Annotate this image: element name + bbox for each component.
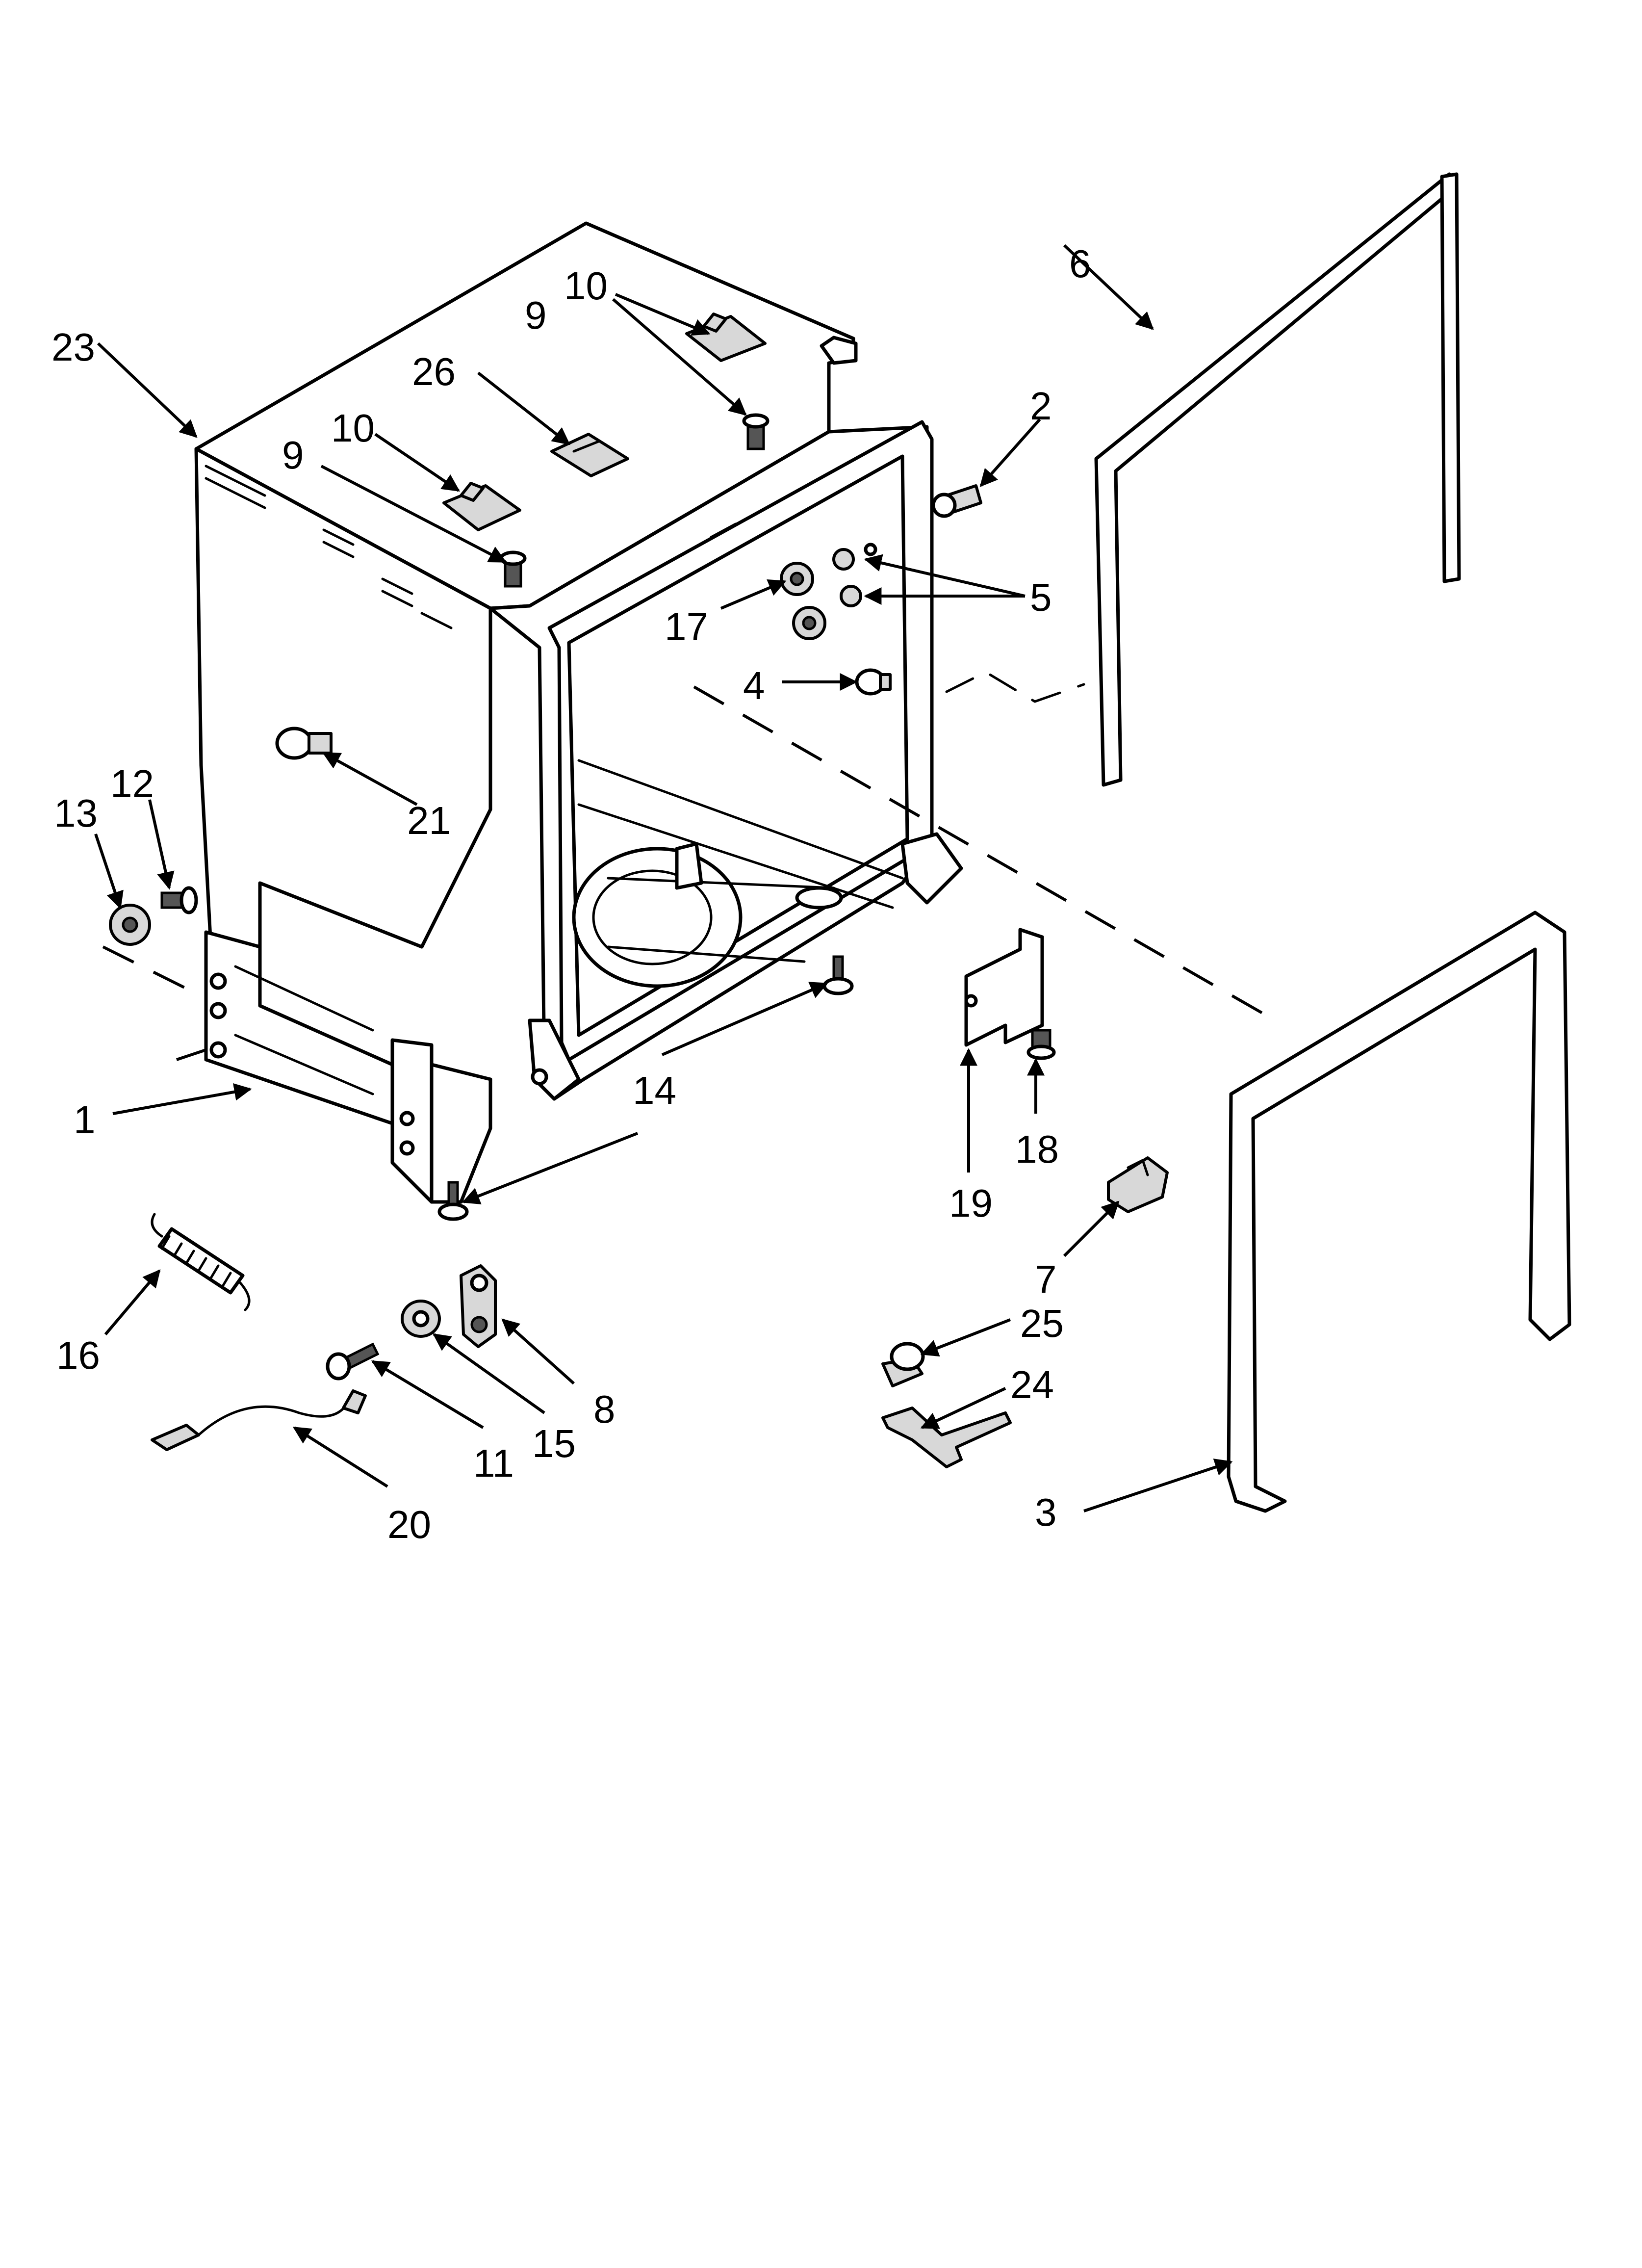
clip-7 xyxy=(1107,1156,1169,1213)
label-9a: 9 xyxy=(282,433,304,477)
spring-16 xyxy=(151,1213,251,1311)
part-labels: 23 10 9 26 10 9 6 2 5 17 4 21 12 13 1 14… xyxy=(51,242,1091,1546)
label-13: 13 xyxy=(54,791,98,835)
centerline-base xyxy=(176,1048,206,1061)
label-16: 16 xyxy=(56,1333,100,1377)
thermostat-25 xyxy=(881,1342,925,1387)
label-11: 11 xyxy=(473,1441,514,1485)
screw-18 xyxy=(1026,1029,1056,1060)
leader-lines xyxy=(94,244,1233,1512)
plug-4 xyxy=(855,668,892,696)
centerline-wheel xyxy=(102,945,202,997)
label-2: 2 xyxy=(1030,384,1052,428)
hinge-arm-8 xyxy=(460,1264,497,1348)
base-frame xyxy=(204,930,492,1204)
screw-12 xyxy=(160,886,198,914)
washer-15 xyxy=(401,1300,441,1338)
label-10b: 10 xyxy=(564,264,608,308)
label-19: 19 xyxy=(949,1181,993,1225)
tub-front-frame xyxy=(488,420,963,1101)
label-26: 26 xyxy=(412,350,456,393)
screw-2 xyxy=(931,484,982,518)
screw-9a xyxy=(499,550,527,588)
label-5: 5 xyxy=(1030,575,1052,619)
label-23: 23 xyxy=(51,325,95,369)
label-18: 18 xyxy=(1015,1127,1059,1171)
cable-20 xyxy=(151,1389,367,1451)
label-15: 15 xyxy=(532,1422,576,1465)
label-17: 17 xyxy=(665,605,708,649)
wheel-13 xyxy=(109,904,151,946)
label-24: 24 xyxy=(1010,1363,1054,1407)
label-25: 25 xyxy=(1020,1302,1064,1345)
centerline-plug xyxy=(945,671,1085,703)
screw-9b xyxy=(742,413,770,450)
label-1: 1 xyxy=(74,1098,96,1142)
bracket-19 xyxy=(964,928,1044,1047)
label-21: 21 xyxy=(407,799,451,842)
mounting-bracket-10a xyxy=(442,482,521,531)
grommet-17 xyxy=(780,562,826,640)
leveler-14b xyxy=(437,1181,469,1221)
label-3: 3 xyxy=(1035,1490,1057,1534)
gasket-6 xyxy=(1094,172,1461,787)
label-10a: 10 xyxy=(331,406,375,450)
label-8: 8 xyxy=(593,1387,616,1431)
label-9b: 9 xyxy=(525,293,547,337)
screw-11 xyxy=(326,1342,380,1381)
label-6: 6 xyxy=(1069,242,1091,286)
label-20: 20 xyxy=(387,1503,431,1546)
label-12: 12 xyxy=(110,762,154,806)
label-4: 4 xyxy=(743,664,765,707)
gasket-3 xyxy=(1227,911,1571,1513)
label-7: 7 xyxy=(1035,1257,1057,1301)
trim-piece-26 xyxy=(550,433,629,477)
label-14: 14 xyxy=(633,1069,676,1112)
plug-21 xyxy=(275,727,333,760)
leveler-14a xyxy=(822,955,854,995)
